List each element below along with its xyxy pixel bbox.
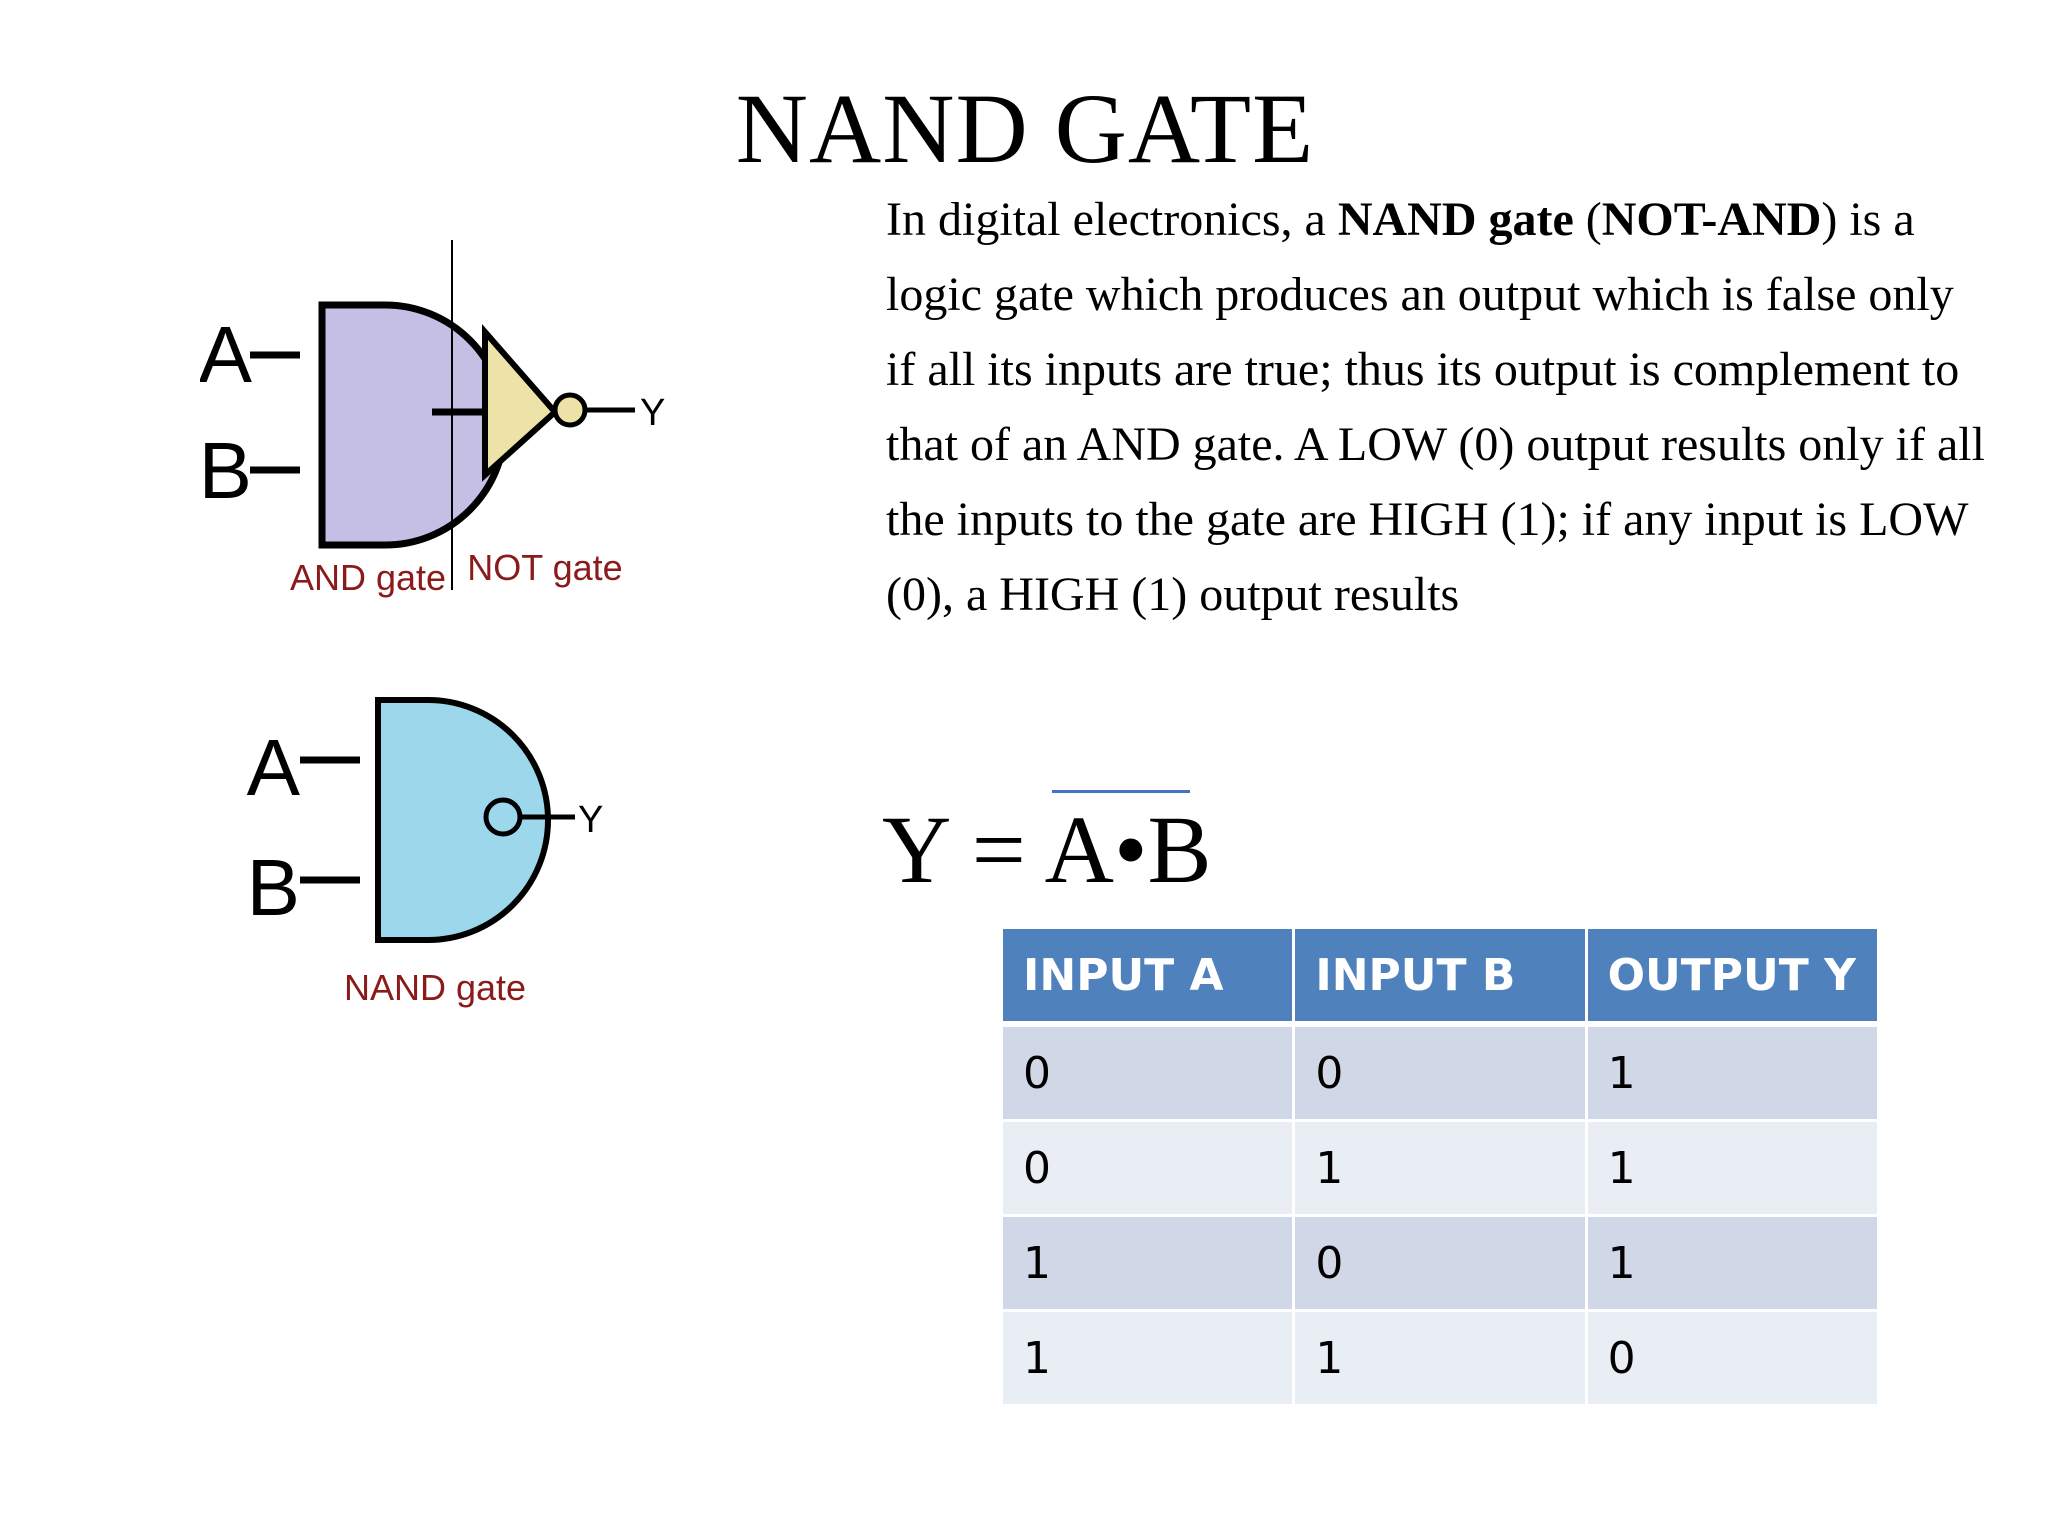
table-cell: 0: [999, 1119, 1296, 1217]
header-input-b: INPUT B: [1292, 926, 1588, 1027]
table-cell: 0: [999, 1022, 1296, 1122]
header-input-a: INPUT A: [999, 926, 1296, 1027]
table-row: 1 0 1: [999, 1214, 1881, 1312]
description-paragraph: In digital electronics, a NAND gate (NOT…: [886, 182, 1986, 632]
table-cell: 0: [1292, 1214, 1588, 1312]
and-gate-symbol: [318, 301, 509, 549]
table-cell: 1: [999, 1214, 1296, 1312]
nand-gate-diagram: A B Y NAND gate: [247, 697, 603, 1008]
expression-rhs: A•B: [1044, 796, 1212, 903]
boolean-expression: Y = A•B: [882, 780, 1222, 900]
header-output-y: OUTPUT Y: [1584, 926, 1881, 1027]
top-label-b: B: [200, 426, 252, 515]
table-cell: 1: [1292, 1119, 1588, 1217]
and-not-composite: A B Y AND gate NOT gate: [200, 240, 665, 598]
expression-lhs: Y: [882, 796, 948, 903]
table-cell: 1: [999, 1309, 1296, 1407]
not-bubble: [552, 392, 588, 428]
expression-equals: =: [971, 796, 1026, 903]
nand-gate-symbol: [375, 697, 551, 943]
paragraph-bold-run: NOT-AND: [1601, 193, 1822, 246]
truth-table: INPUT A INPUT B OUTPUT Y 0 0 1 0 1 1 1 0…: [999, 926, 1881, 1407]
nand-label-y: Y: [578, 799, 603, 841]
paragraph-bold-run: NAND gate: [1337, 193, 1574, 246]
table-cell: 1: [1584, 1022, 1881, 1122]
expression-text: Y = A•B: [882, 802, 1212, 898]
not-gate-caption: NOT gate: [467, 547, 622, 588]
table-row: 0 1 1: [999, 1119, 1881, 1217]
nand-gate-caption: NAND gate: [344, 967, 526, 1008]
table-cell: 1: [1584, 1119, 1881, 1217]
and-gate-caption: AND gate: [290, 557, 446, 598]
top-label-a: A: [200, 310, 253, 399]
gate-diagrams: A B Y AND gate NOT gate A B Y NAND gate: [200, 240, 665, 1008]
table-cell: 1: [1292, 1309, 1588, 1407]
paragraph-run: ) is a logic gate which produces an outp…: [886, 193, 1985, 621]
paragraph-run: (: [1573, 193, 1602, 246]
top-label-y: Y: [640, 392, 665, 434]
truth-table-header-row: INPUT A INPUT B OUTPUT Y: [999, 926, 1881, 1027]
nand-bubble: [483, 797, 523, 837]
table-row: 0 0 1: [999, 1022, 1881, 1122]
table-cell: 0: [1292, 1022, 1588, 1122]
table-cell: 1: [1584, 1214, 1881, 1312]
paragraph-run: In digital electronics, a: [886, 193, 1338, 246]
slide-title: NAND GATE: [735, 73, 1315, 184]
complement-overline: [1052, 790, 1190, 793]
nand-label-b: B: [247, 843, 300, 932]
not-gate-symbol: [482, 324, 560, 482]
table-row: 1 1 0: [999, 1309, 1881, 1407]
table-cell: 0: [1584, 1309, 1881, 1407]
nand-label-a: A: [247, 723, 301, 812]
